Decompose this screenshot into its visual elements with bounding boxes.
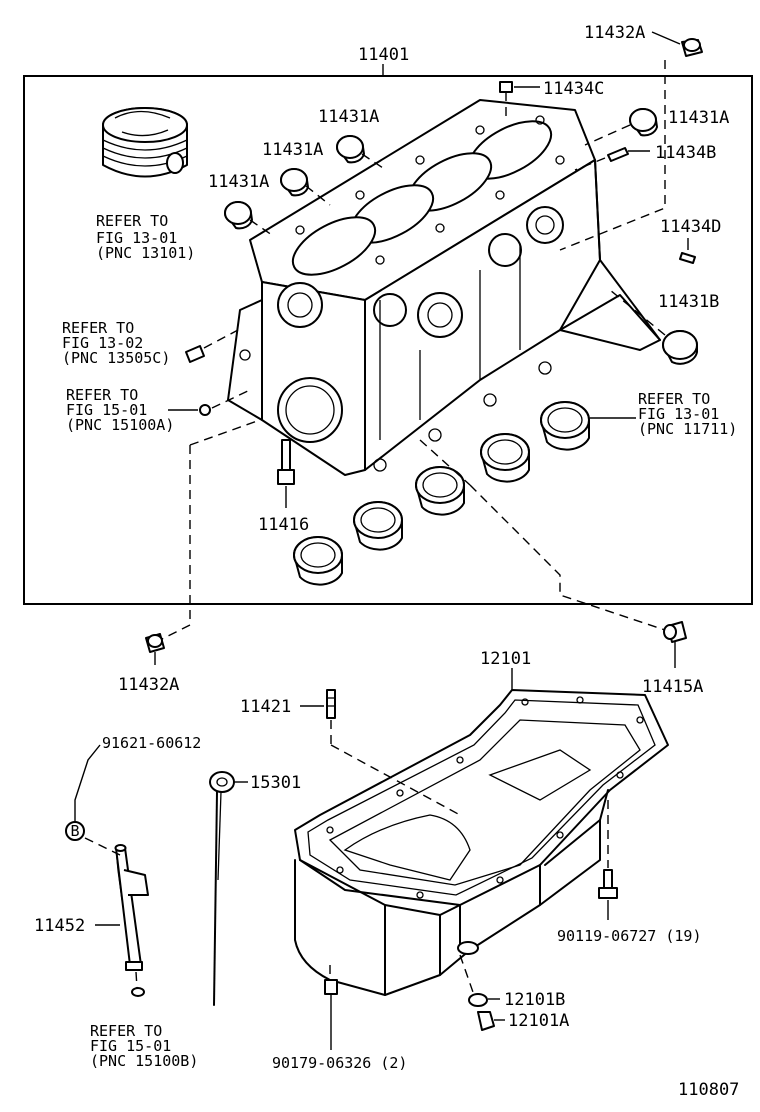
plug-11431A-2 xyxy=(280,168,309,197)
dash-11432A-top xyxy=(559,60,666,251)
label-90179: 90179-06326 (2) xyxy=(272,1054,407,1072)
label-11452: 11452 xyxy=(34,916,85,936)
label-12101: 12101 xyxy=(480,649,531,669)
label-91621: 91621-60612 xyxy=(102,734,201,752)
bearing-row-upper xyxy=(293,401,590,586)
dash-12101B xyxy=(459,954,475,996)
label-11431A-r: 11431A xyxy=(668,108,729,128)
dipstick-15301 xyxy=(209,771,235,1006)
svg-text:(PNC 13101): (PNC 13101) xyxy=(96,244,195,262)
dash-o-ring xyxy=(135,971,138,989)
stud-11421 xyxy=(326,689,336,719)
lead-91621 xyxy=(74,744,101,822)
dash-plug3 xyxy=(249,219,273,236)
dash-plugr xyxy=(584,124,631,146)
plug-11432A-top xyxy=(681,38,703,57)
dash-plugB xyxy=(609,289,666,336)
svg-text:FIG 15-01: FIG 15-01 xyxy=(90,1037,171,1055)
o-ring xyxy=(131,987,145,997)
label-11434B: 11434B xyxy=(655,143,716,163)
piston-drawing xyxy=(102,107,188,178)
svg-text:REFER TO: REFER TO xyxy=(66,386,138,404)
block-group-frame xyxy=(23,75,753,605)
label-12101B: 12101B xyxy=(504,990,565,1010)
label-11431B: 11431B xyxy=(658,292,719,312)
pin-11434D xyxy=(679,252,696,264)
label-11431A-2: 11431A xyxy=(262,140,323,160)
oil-pan-drawing xyxy=(294,689,669,996)
label-11416: 11416 xyxy=(258,515,309,535)
label-11434D: 11434D xyxy=(660,217,721,237)
svg-text:FIG 13-02: FIG 13-02 xyxy=(62,334,143,352)
refer-block-5: REFER TO FIG 15-01 (PNC 15100B) xyxy=(90,1022,198,1070)
cylinder-block-drawing xyxy=(227,99,661,476)
label-11432A-top: 11432A xyxy=(584,23,645,43)
label-12101A: 12101A xyxy=(508,1011,569,1031)
plug-11431B xyxy=(662,330,698,365)
svg-text:FIG 13-01: FIG 13-01 xyxy=(96,229,177,247)
page-number: 110807 xyxy=(678,1080,739,1100)
b-marker-label: B xyxy=(70,822,79,840)
svg-text:REFER TO: REFER TO xyxy=(96,212,168,230)
refer-block-2: REFER TO FIG 13-02 (PNC 13505C) xyxy=(62,319,170,367)
label-11432A-bot: 11432A xyxy=(118,675,179,695)
svg-text:(PNC 15100B): (PNC 15100B) xyxy=(90,1052,198,1070)
label-11415A: 11415A xyxy=(642,677,703,697)
svg-text:REFER TO: REFER TO xyxy=(638,390,710,408)
dash-block-to-11432A xyxy=(189,419,261,446)
label-90119: 90119-06727 (19) xyxy=(557,927,702,945)
svg-text:REFER TO: REFER TO xyxy=(62,319,134,337)
dash-block-to-11415A xyxy=(419,439,471,486)
plug-11431A-3 xyxy=(224,201,253,230)
plug-11431A-r xyxy=(629,108,658,137)
pin-11434B xyxy=(574,147,629,171)
svg-text:FIG 15-01: FIG 15-01 xyxy=(66,401,147,419)
label-11431A-3: 11431A xyxy=(208,172,269,192)
dash-11432A-bot xyxy=(159,445,191,641)
pin-11434C xyxy=(499,81,513,118)
plug-11432A-bot xyxy=(145,633,165,653)
svg-text:REFER TO: REFER TO xyxy=(90,1022,162,1040)
plug-12101A xyxy=(477,1011,495,1031)
dash-plug2 xyxy=(305,185,331,206)
plug-11431A-1 xyxy=(336,135,365,164)
refer-block-4: REFER TO FIG 13-01 (PNC 11711) xyxy=(638,390,737,438)
dash-11421b xyxy=(330,744,461,816)
label-15301: 15301 xyxy=(250,773,301,793)
lead-11432A-top xyxy=(651,31,681,45)
dash-11415A xyxy=(469,484,666,631)
fitting-ref3 xyxy=(199,389,251,416)
dash-plug1 xyxy=(361,153,387,171)
label-11401: 11401 xyxy=(358,45,409,65)
refer-block-3: REFER TO FIG 15-01 (PNC 15100A) xyxy=(66,386,174,434)
svg-text:(PNC 15100A): (PNC 15100A) xyxy=(66,416,174,434)
bolt-90119 xyxy=(598,869,618,899)
guide-tube-11452 xyxy=(114,844,149,971)
dash-11452 xyxy=(84,837,121,856)
refer-block-1: REFER TO FIG 13-01 (PNC 13101) xyxy=(96,212,195,262)
svg-text:(PNC 13505C): (PNC 13505C) xyxy=(62,349,170,367)
svg-text:FIG 13-01: FIG 13-01 xyxy=(638,405,719,423)
fitting-ref2 xyxy=(185,329,239,363)
plug-11415A xyxy=(663,621,687,643)
label-11431A-1: 11431A xyxy=(318,107,379,127)
bolt-90179 xyxy=(324,979,338,995)
stud-11416 xyxy=(277,439,295,485)
label-11434C: 11434C xyxy=(543,79,604,99)
label-11421: 11421 xyxy=(240,697,291,717)
gasket-12101B xyxy=(468,993,488,1007)
svg-text:(PNC 11711): (PNC 11711) xyxy=(638,420,737,438)
